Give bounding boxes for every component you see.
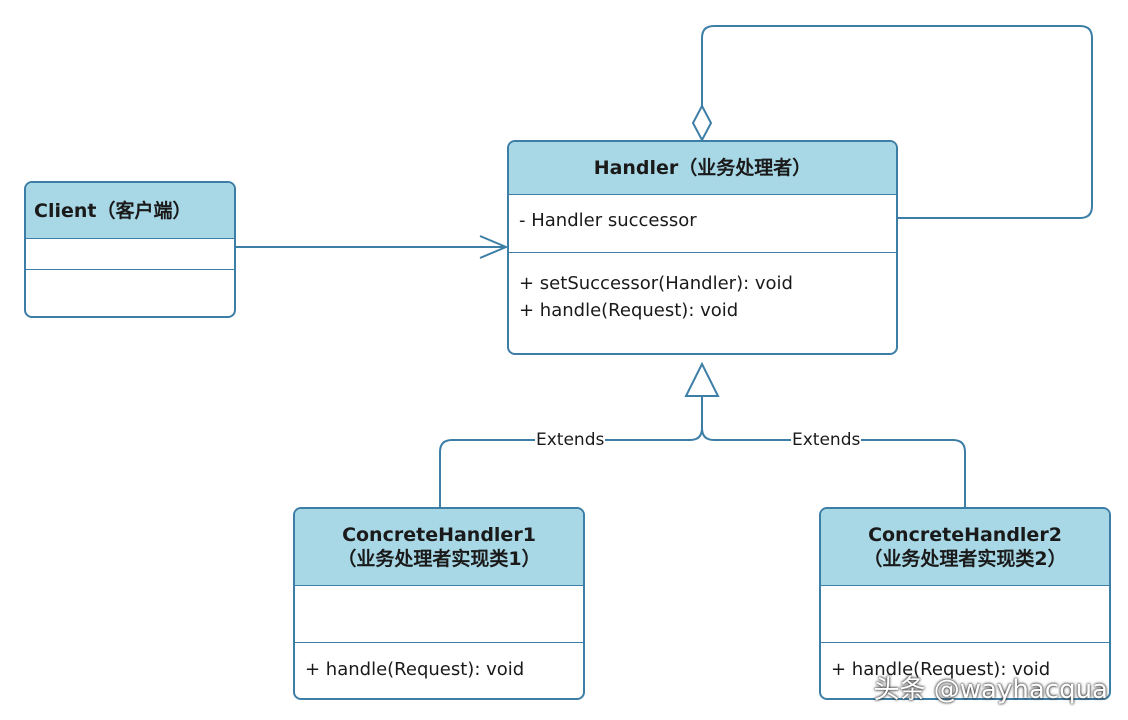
handler-method: + setSuccessor(Handler): void bbox=[519, 273, 793, 294]
handler-attribute: - Handler successor bbox=[519, 210, 697, 231]
aggregation-diamond bbox=[691, 103, 713, 143]
handler-method: + handle(Request): void bbox=[519, 300, 739, 321]
concrete-handler-1-class[interactable]: ConcreteHandler1 （业务处理者实现类1） + handle(Re… bbox=[293, 507, 585, 700]
association-arrowhead bbox=[479, 235, 509, 259]
extends-label-1: Extends bbox=[535, 430, 606, 450]
handler-attributes-section: - Handler successor bbox=[509, 195, 896, 253]
concrete-handler-2-attributes-section bbox=[821, 586, 1109, 643]
handler-methods-section: + setSuccessor(Handler): void + handle(R… bbox=[509, 253, 896, 353]
concrete-handler-2-methods-section: + handle(Request): void bbox=[821, 643, 1109, 698]
client-class-header: Client（客户端） bbox=[26, 183, 234, 239]
aggregation-loop-line bbox=[701, 25, 1093, 219]
concrete-handler-1-subtitle: （业务处理者实现类1） bbox=[337, 548, 541, 570]
client-methods-section bbox=[26, 270, 234, 316]
concrete-handler-1-title: ConcreteHandler1 bbox=[342, 524, 536, 546]
client-class[interactable]: Client（客户端） bbox=[24, 181, 236, 318]
extends-label-2: Extends bbox=[791, 430, 862, 450]
handler-class[interactable]: Handler（业务处理者） - Handler successor + set… bbox=[507, 140, 898, 355]
generalization-triangle bbox=[684, 361, 720, 397]
handler-class-header: Handler（业务处理者） bbox=[509, 142, 896, 195]
concrete-handler-2-subtitle: （业务处理者实现类2） bbox=[863, 548, 1067, 570]
client-attributes-section bbox=[26, 239, 234, 270]
concrete-handler-1-method: + handle(Request): void bbox=[305, 659, 525, 680]
generalization-line-1 bbox=[439, 396, 703, 507]
handler-class-title: Handler（业务处理者） bbox=[593, 157, 812, 179]
concrete-handler-2-method: + handle(Request): void bbox=[831, 659, 1051, 680]
client-class-title: Client（客户端） bbox=[34, 199, 192, 222]
concrete-handler-1-methods-section: + handle(Request): void bbox=[295, 643, 583, 698]
concrete-handler-2-title: ConcreteHandler2 bbox=[868, 524, 1062, 546]
generalization-line-2 bbox=[701, 427, 966, 507]
watermark: 头条 @wayhacqua bbox=[873, 675, 1108, 705]
concrete-handler-2-header: ConcreteHandler2 （业务处理者实现类2） bbox=[821, 509, 1109, 586]
concrete-handler-1-header: ConcreteHandler1 （业务处理者实现类1） bbox=[295, 509, 583, 586]
concrete-handler-1-attributes-section bbox=[295, 586, 583, 643]
concrete-handler-2-class[interactable]: ConcreteHandler2 （业务处理者实现类2） + handle(Re… bbox=[819, 507, 1111, 700]
